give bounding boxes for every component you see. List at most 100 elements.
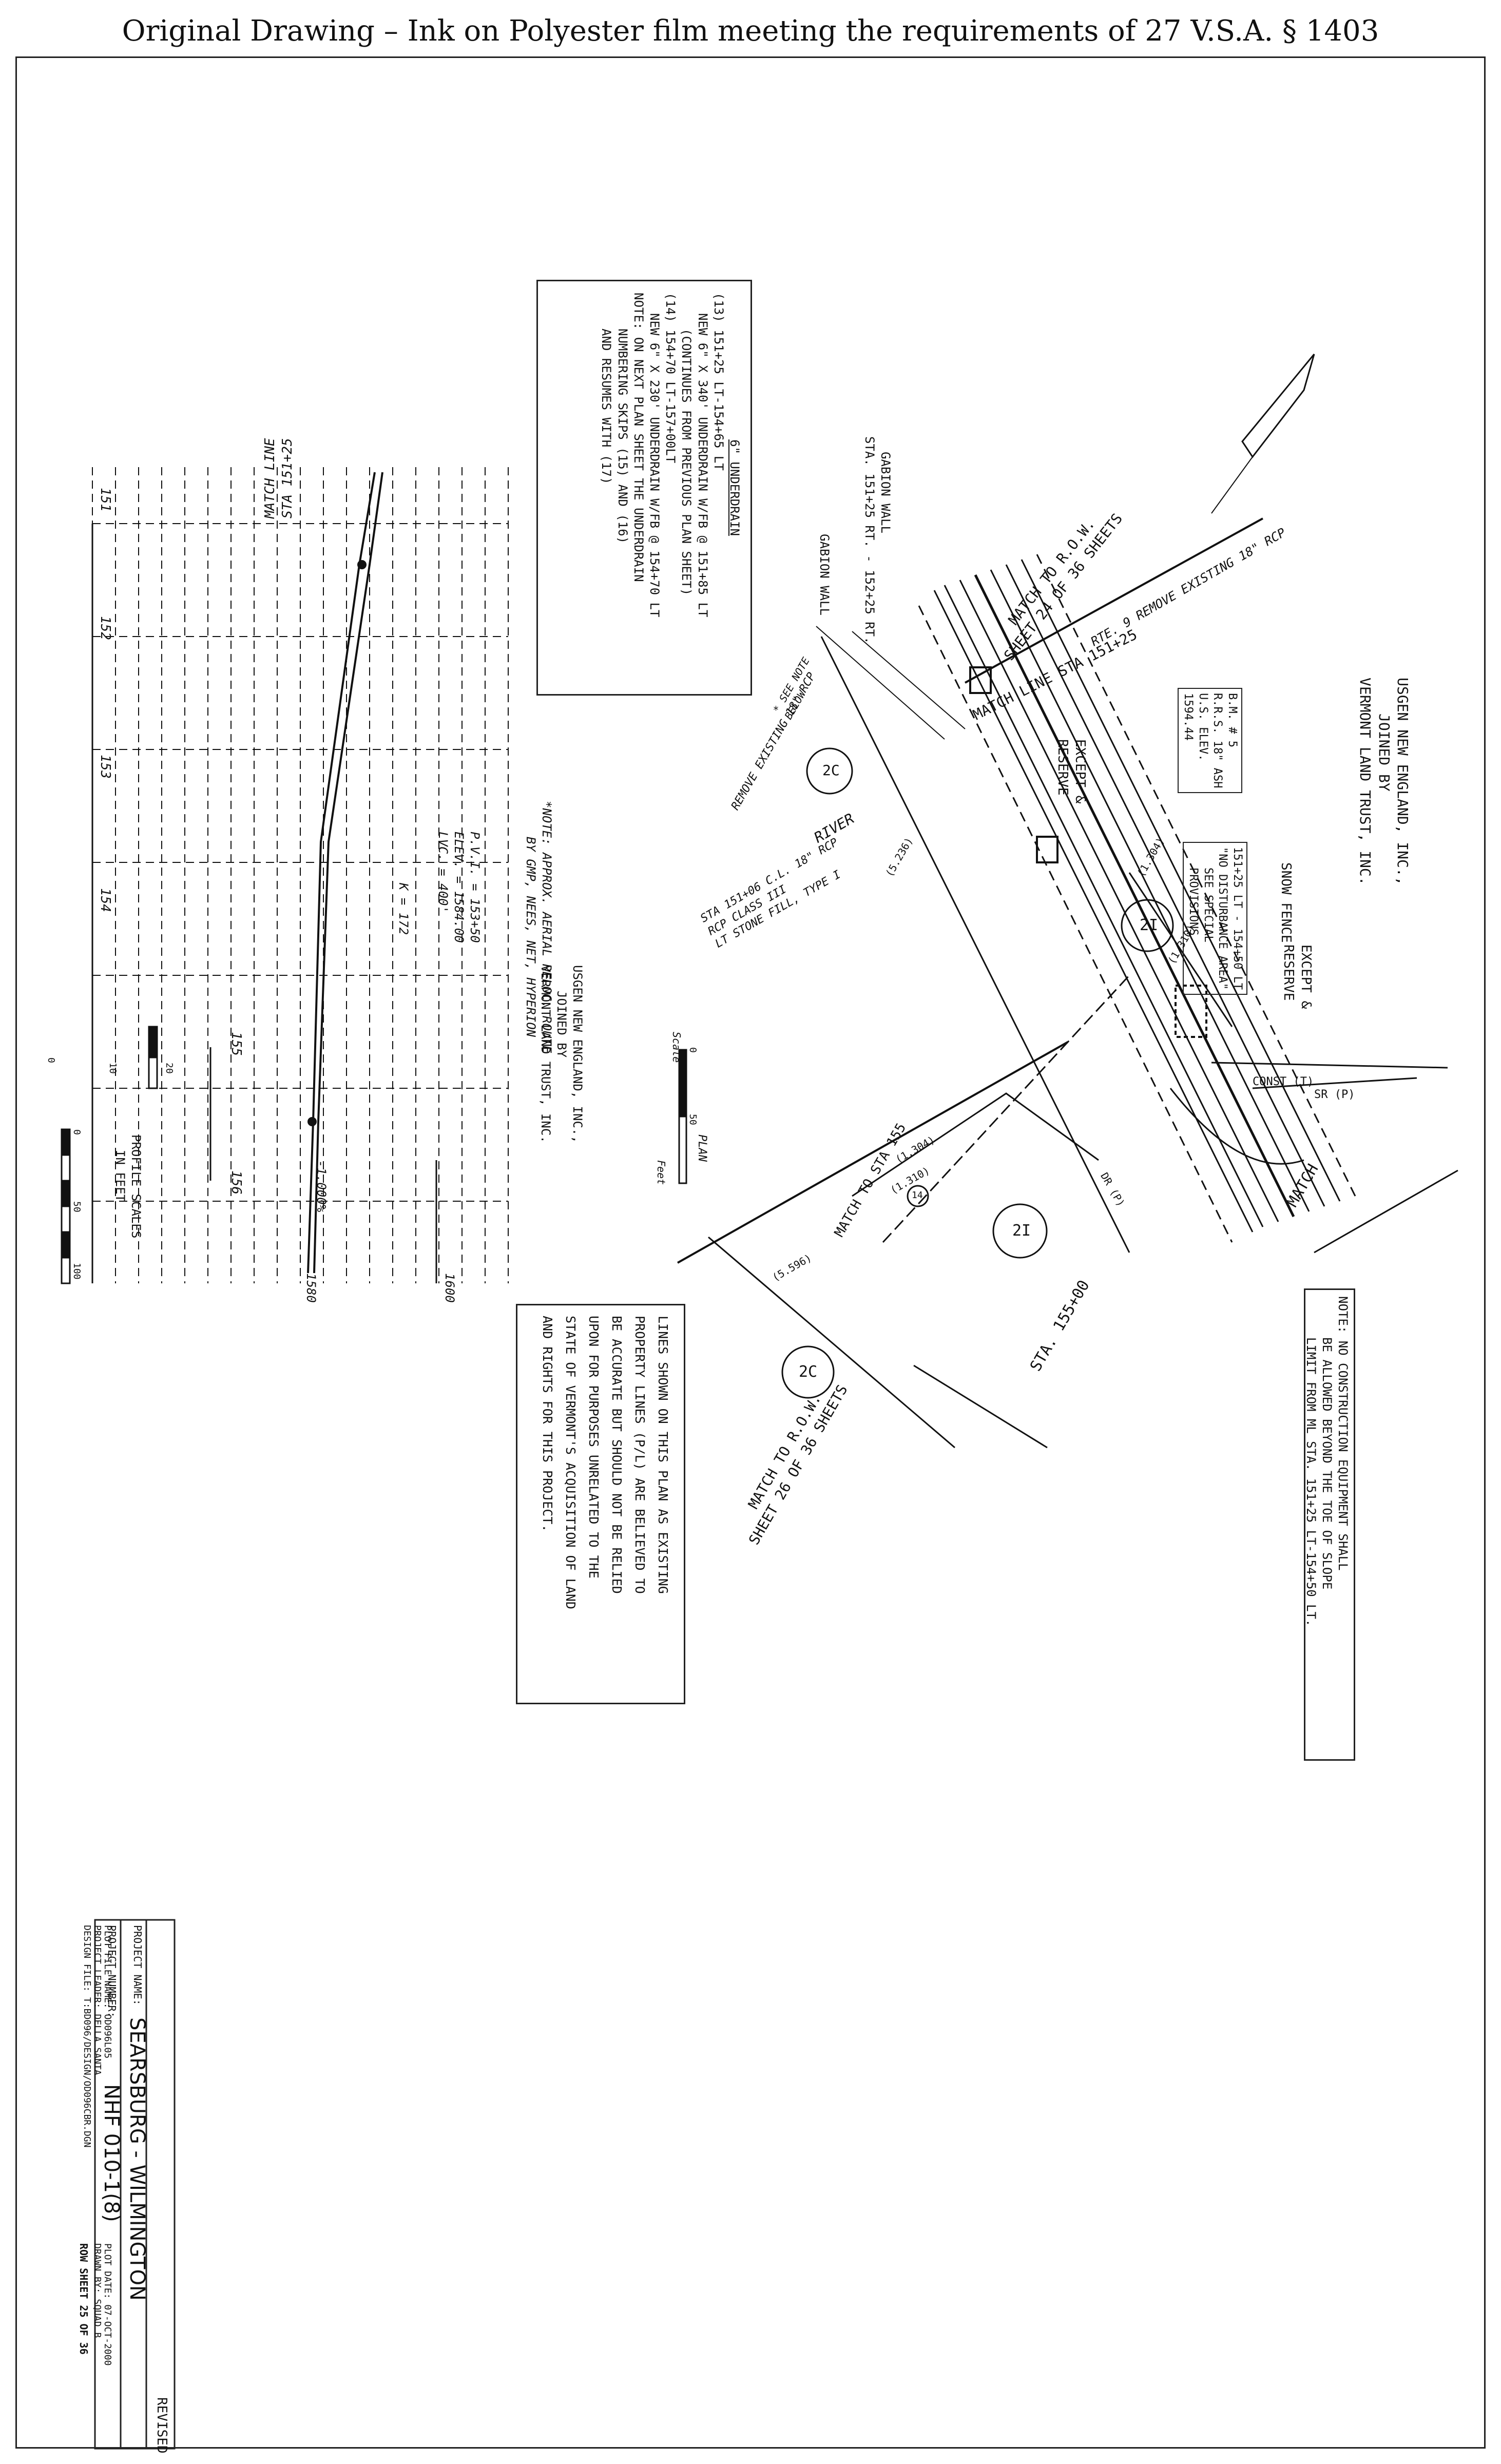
circle-2c-label: 2C <box>822 762 840 779</box>
disturbance-line: 151+25 LT - 154+50 LT <box>1231 847 1244 990</box>
underdrain-note-box: 6" UNDERDRAIN (13) 151+25 LT-154+65 LT N… <box>536 280 752 696</box>
plan-scale-tick: 0 <box>687 1047 698 1053</box>
construction-note-line: BE ALLOWED BEYOND THE TOE OF SLOPE <box>1319 1337 1334 1590</box>
title-project-name: SEARSBURG - WILMINGTON <box>125 2017 149 2301</box>
scales-title-line: PROFILE SCALES <box>129 1134 143 1239</box>
property-note-line: AND RIGHTS FOR THIS PROJECT. <box>540 1316 555 1532</box>
owner-line: VERMONT LAND TRUST, INC. <box>1357 678 1374 886</box>
pvi-line: ELEV. = 1584.00 <box>451 832 466 943</box>
profile-match-line: STA 151+25 <box>279 438 295 518</box>
profile-station: 152 <box>98 616 113 640</box>
underdrain-title: 6" UNDERDRAIN <box>727 439 742 536</box>
sr-p-label: SR (P) <box>1314 1088 1355 1101</box>
title-block-frame <box>94 1919 176 2450</box>
plan-label: PLAN <box>696 1134 708 1162</box>
profile-match-line: MATCH LINE <box>262 438 278 518</box>
title-revised: REVISED <box>154 2397 169 2454</box>
underdrain-item14: NEW 6" X 230' UNDERDRAIN W/FB @ 154+70 L… <box>647 313 662 618</box>
scales-title-line: IN FEET <box>112 1150 127 1202</box>
disturbance-line: SEE SPECIAL <box>1201 868 1215 942</box>
owner-line: USGEN NEW ENGLAND, INC., <box>1394 678 1411 886</box>
profile-grade-line <box>307 472 383 1274</box>
circle-2c-bottom <box>781 1345 835 1399</box>
except-reserve-left: EXCEPT & RESERVE <box>1053 739 1088 803</box>
profile-match-label: MATCH LINE STA 151+25 <box>262 438 297 518</box>
profile-scales-title: PROFILE SCALES IN FEET <box>112 1134 144 1238</box>
except-reserve-top: EXCEPT & RESERVE <box>1279 945 1314 1009</box>
circle-2i-label-bottom: 2I <box>1012 1222 1031 1240</box>
benchmark-box: B.M. # 5 R.R.S. 18" ASH U.S. ELEV. 1594.… <box>1177 688 1242 794</box>
pvi-line: LVC. = 400' <box>435 832 450 913</box>
title-project-leader: PROJECT LEADER: DELLA SANTA <box>92 1925 103 2075</box>
underdrain-note-line: AND RESUMES WITH (17) <box>599 329 614 485</box>
plan-scale-text: Scale <box>670 1032 683 1063</box>
gabion-wall-label-2: GABION WALL <box>817 534 832 615</box>
profile-station: 151 <box>98 488 113 512</box>
property-note-line: STATE OF VERMONT'S ACQUISITION OF LAND <box>563 1316 578 1609</box>
approx-note-line: *NOTE: APPROX. AERIAL RELOC. ROUTE <box>540 801 554 1053</box>
plan-scale-bar <box>678 1049 687 1184</box>
profile-station: 153 <box>98 755 113 779</box>
circle-2i-label: 2I <box>1140 916 1159 934</box>
profile-elev: 1600 <box>442 1273 457 1303</box>
snow-fence-label: SNOW FENCE <box>1278 862 1294 943</box>
profile-elev: 1580 <box>304 1273 318 1303</box>
title-drawn-by: DRAWN BY: SQUAD B <box>92 2243 103 2338</box>
circle-14-label: 14 <box>912 1190 923 1201</box>
underdrain-item13: (CONTINUES FROM PREVIOUS PLAN SHEET) <box>679 329 694 596</box>
construction-note-line: LIMIT FROM ML STA. 151+25 LT-154+50 LT. <box>1303 1337 1318 1627</box>
title-plot-date: PLOT DATE: 07-OCT-2000 <box>102 2243 113 2366</box>
profile-scale-tick: 50 <box>71 1201 82 1212</box>
profile-k: K = 172 <box>396 883 411 935</box>
profile-grade: -1.000% <box>314 1160 329 1212</box>
north-arrow-icon <box>1241 354 1315 458</box>
underdrain-item14: (14) 154+70 LT-157+00LT <box>663 293 678 464</box>
disturbance-line: PROVISIONS <box>1187 868 1200 936</box>
owner-line: JOINED BY <box>554 991 569 1058</box>
gabion-line: GABION WALL <box>878 452 893 533</box>
underdrain-item13: NEW 6" X 340' UNDERDRAIN W/FB @ 151+85 L… <box>695 313 710 618</box>
except-line: EXCEPT & <box>1298 945 1314 1009</box>
disturbance-line: "NO DISTURBANCE AREA" <box>1216 847 1229 990</box>
benchmark-line: 1594.44 <box>1182 693 1195 741</box>
feet-label: Feet <box>655 1160 667 1185</box>
owner-usgen-top: USGEN NEW ENGLAND, INC., JOINED BY VERMO… <box>1356 678 1412 886</box>
property-note-line: PROPERTY LINES (P/L) ARE BELIEVED TO <box>632 1316 647 1594</box>
owner-line: JOINED BY <box>1375 714 1393 792</box>
circle-2i-bottom <box>992 1203 1048 1259</box>
benchmark-line: U.S. ELEV. <box>1196 693 1209 761</box>
profile-scale-tick: 20 <box>164 1063 175 1074</box>
profile-station: 155 <box>228 1032 244 1056</box>
except-line: EXCEPT & <box>1072 739 1088 804</box>
profile-station: 156 <box>228 1170 244 1195</box>
pvi-line: P.V.I. = 153+50 <box>468 832 482 943</box>
benchmark-line: R.R.S. 18" ASH <box>1211 693 1224 788</box>
title-sheet-number: ROW SHEET 25 OF 36 <box>78 2243 90 2355</box>
property-note-line: UPON FOR PURPOSES UNRELATED TO THE <box>586 1316 601 1578</box>
underdrain-note-line: NUMBERING SKIPS (15) AND (16) <box>615 329 630 544</box>
approx-note: *NOTE: APPROX. AERIAL RELOC. ROUTE BY GM… <box>523 801 554 1053</box>
underdrain-item13: (13) 151+25 LT-154+65 LT <box>711 293 726 471</box>
property-note-box: LINES SHOWN ON THIS PLAN AS EXISTING PRO… <box>516 1304 685 1704</box>
profile-scale-tick: 10 <box>107 1063 118 1074</box>
drawing-sheet <box>15 56 1486 2449</box>
plan-scale-tick: 50 <box>687 1114 698 1125</box>
gabion-line: STA. 151+25 RT. - 152+25 RT. <box>862 436 877 644</box>
title-design-file: DESIGN FILE: T:BD096/DESIGN/OD096CBR.DGN <box>82 1925 92 2148</box>
page-header: Original Drawing – Ink on Polyester film… <box>122 14 1379 48</box>
profile-scale-tick: 0 <box>46 1057 56 1063</box>
title-plot-file: PLOT FILE NAME: OD096L05 <box>102 1925 113 2059</box>
circle-2i-top <box>1121 899 1174 952</box>
construction-note-line: NOTE: NO CONSTRUCTION EQUIPMENT SHALL <box>1336 1296 1350 1571</box>
profile-grid <box>91 467 509 1283</box>
profile-pvi: P.V.I. = 153+50 ELEV. = 1584.00 LVC. = 4… <box>434 832 483 943</box>
disturbance-box: 151+25 LT - 154+50 LT "NO DISTURBANCE AR… <box>1182 842 1247 995</box>
profile-scale-bars <box>61 1026 158 1284</box>
circle-2c-top <box>806 747 853 795</box>
profile-scale-tick: 0 <box>71 1129 82 1135</box>
profile-station: 154 <box>98 888 113 912</box>
property-note-line: LINES SHOWN ON THIS PLAN AS EXISTING <box>656 1316 670 1594</box>
construction-note-box: NOTE: NO CONSTRUCTION EQUIPMENT SHALL BE… <box>1304 1288 1355 1761</box>
approx-note-line: BY GMP, NEES, NET, HYPERION <box>523 837 538 1037</box>
